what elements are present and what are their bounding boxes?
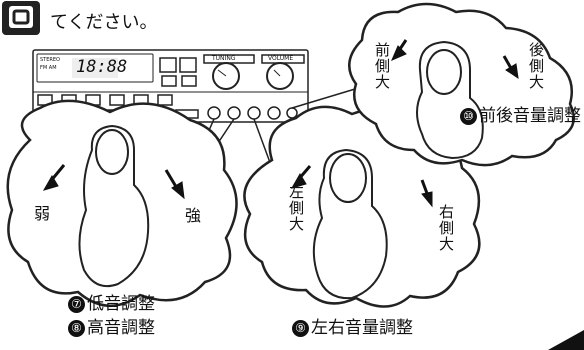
caption-treble-number: ⑧ [68, 320, 85, 337]
instruction-text: てください。 [50, 12, 158, 33]
label-rear-side: 後側大 [527, 42, 545, 90]
arrow-left-side [290, 165, 312, 189]
panel-band-label: FM AM [40, 65, 57, 71]
label-left-side: 左側大 [287, 184, 305, 232]
label-weak: 弱 [34, 204, 51, 223]
arrow-weak [42, 164, 66, 191]
caption-fader-text: 前後音量調整 [479, 106, 581, 126]
caption-balance-number: ⑨ [292, 320, 309, 337]
caption-fader-number: ⑩ [460, 108, 477, 125]
panel-stereo-label: STEREO [40, 57, 60, 63]
label-right-side: 右側大 [437, 204, 455, 252]
caption-bass-number: ⑦ [68, 296, 85, 313]
caption-bass-text: 低音調整 [87, 294, 155, 314]
hand-left [78, 124, 150, 288]
arrow-front [391, 39, 408, 61]
panel-display: 18:88 [76, 57, 128, 77]
volume-label: VOLUME [268, 55, 294, 62]
label-strong: 強 [185, 206, 202, 225]
step-box-icon [2, 1, 40, 35]
hand-middle [312, 148, 388, 300]
caption-treble-text: 高音調整 [87, 318, 155, 338]
arrow-rear [502, 55, 519, 80]
corner-mark [548, 330, 584, 350]
tuning-label: TUNING [212, 55, 236, 62]
hand-right [416, 40, 484, 160]
arrow-strong [164, 169, 185, 200]
arrow-right-side [420, 179, 433, 208]
label-front-side: 前側大 [373, 42, 391, 90]
caption-balance-text: 左右音量調整 [311, 318, 413, 338]
